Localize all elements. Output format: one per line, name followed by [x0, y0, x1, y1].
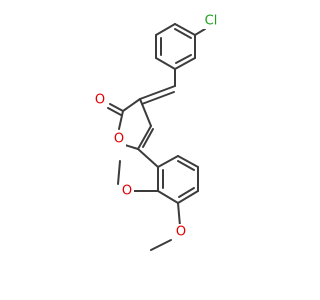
chlorophenyl-ring	[155, 23, 196, 70]
atom-ring-oxygen: O	[112, 131, 126, 147]
chlorine-label: Cl	[205, 14, 218, 29]
bond	[142, 128, 154, 148]
bond	[177, 190, 199, 204]
bond	[177, 155, 199, 168]
bond	[174, 57, 196, 70]
bond	[118, 110, 124, 130]
bond	[178, 187, 195, 198]
bond	[157, 190, 179, 204]
bond	[124, 144, 139, 150]
molecule-structure: Cl O O O O	[93, 13, 220, 251]
bond	[174, 23, 196, 36]
bond	[139, 98, 152, 127]
bond	[155, 23, 176, 36]
bond	[177, 160, 195, 171]
bond	[137, 125, 152, 150]
atom-para-methoxy-oxygen: O	[174, 224, 188, 240]
bond	[137, 148, 159, 168]
atom-ortho-methoxy-oxygen: O	[120, 183, 134, 199]
ortho-methoxy-oxygen-label: O	[122, 184, 132, 199]
methoxy-bond	[177, 202, 181, 227]
atom-carbonyl-oxygen: O	[93, 92, 107, 108]
carbonyl-bond	[109, 103, 124, 112]
carbonyl-bond	[107, 107, 122, 116]
carbonyl-oxygen-label: O	[95, 93, 105, 108]
bond	[157, 155, 179, 168]
ring-oxygen-label: O	[114, 132, 124, 147]
methoxy-bond	[150, 239, 172, 251]
bond	[174, 28, 192, 39]
bond	[141, 91, 175, 105]
methoxy-bond	[117, 160, 121, 185]
furanone-ring	[118, 98, 154, 150]
bond	[155, 57, 176, 70]
bond	[175, 54, 192, 64]
dimethoxyphenyl-ring	[157, 155, 199, 204]
c-cl-bond	[194, 28, 206, 36]
bond	[122, 98, 141, 112]
para-methoxy-oxygen-label: O	[176, 225, 186, 240]
bond	[139, 85, 176, 100]
atom-chlorine: Cl	[202, 13, 220, 29]
